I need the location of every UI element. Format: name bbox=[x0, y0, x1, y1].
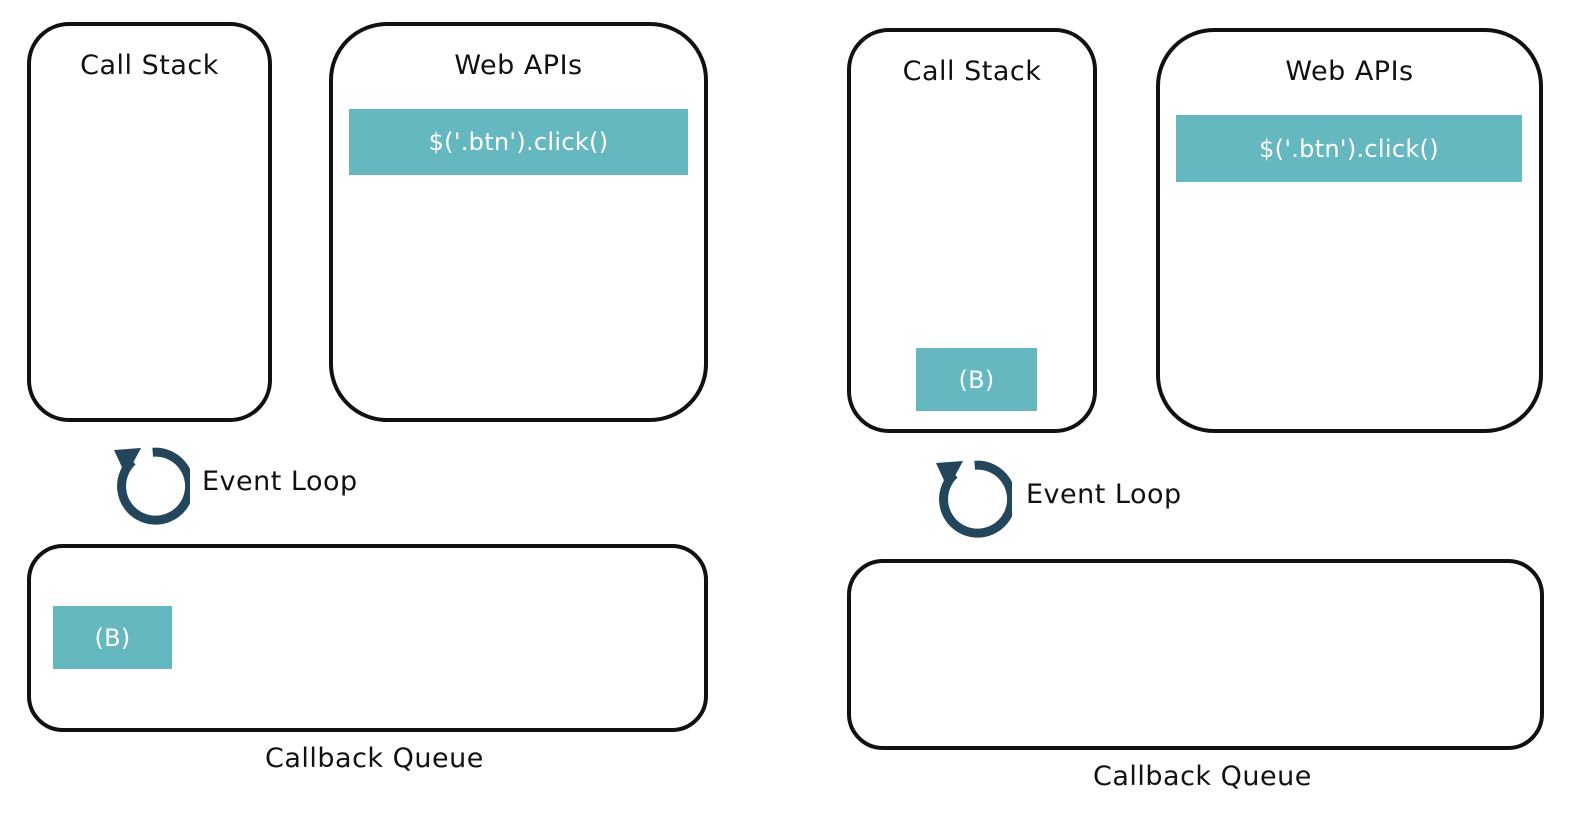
callback-queue-label: Callback Queue bbox=[1093, 761, 1312, 792]
callback-queue-box bbox=[847, 559, 1544, 750]
web-apis-box: Web APIs bbox=[329, 22, 708, 422]
callback-queue-label: Callback Queue bbox=[265, 743, 484, 774]
call-stack-item: (B) bbox=[916, 348, 1037, 411]
call-stack-title: Call Stack bbox=[902, 56, 1042, 87]
web-api-item: $('.btn').click() bbox=[1176, 115, 1522, 182]
diagram-panel-right: Call Stack (B) Web APIs $('.btn').click(… bbox=[786, 0, 1572, 820]
circular-arrow-icon bbox=[936, 460, 1012, 538]
web-apis-title: Web APIs bbox=[1285, 56, 1414, 87]
web-apis-title: Web APIs bbox=[454, 50, 583, 81]
web-apis-box: Web APIs bbox=[1156, 28, 1543, 433]
circular-arrow-icon bbox=[114, 447, 190, 525]
call-stack-title: Call Stack bbox=[80, 50, 219, 81]
call-stack-box: Call Stack bbox=[27, 22, 272, 422]
event-loop-label: Event Loop bbox=[202, 466, 358, 497]
callback-queue-item: (B) bbox=[53, 606, 172, 669]
diagram-panel-left: Call Stack Web APIs $('.btn').click() Ev… bbox=[27, 22, 708, 774]
web-api-item: $('.btn').click() bbox=[349, 109, 688, 175]
event-loop-label: Event Loop bbox=[1026, 479, 1182, 510]
